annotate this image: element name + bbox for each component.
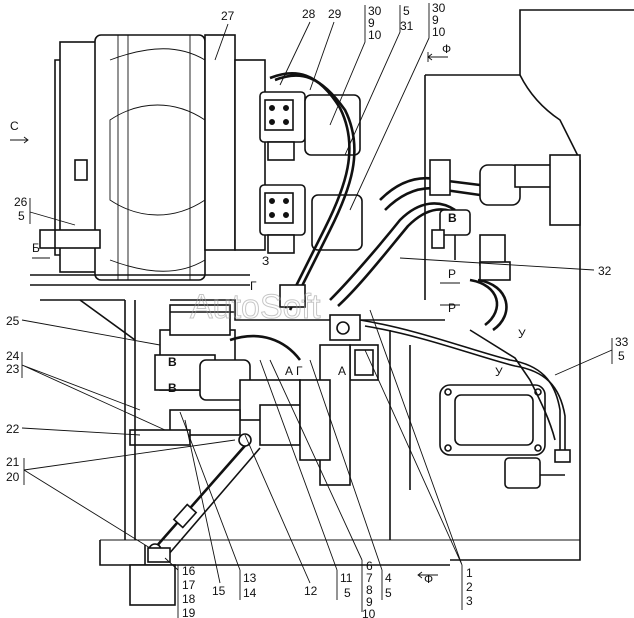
svg-text:9: 9 (366, 595, 373, 609)
svg-text:19: 19 (182, 606, 196, 618)
svg-text:7: 7 (366, 571, 373, 585)
svg-text:21: 21 (6, 455, 20, 469)
callout-5-31: 5 31 (344, 4, 414, 156)
callout-28: 28 (302, 7, 316, 21)
svg-text:24: 24 (6, 349, 20, 363)
control-box (439, 384, 571, 489)
lower-frame (30, 274, 411, 606)
control-rod (147, 433, 261, 563)
right-fittings (429, 154, 581, 332)
svg-text:1: 1 (466, 566, 473, 580)
watermark: AutoSoft (190, 288, 321, 326)
callout-13-14: 13 14 (179, 411, 257, 600)
svg-text:18: 18 (182, 592, 196, 606)
svg-text:16: 16 (182, 564, 196, 578)
svg-text:5: 5 (403, 4, 410, 18)
svg-text:33: 33 (615, 335, 629, 349)
view-marker-b: Б (32, 241, 40, 255)
pump-assembly (129, 284, 445, 486)
svg-text:26: 26 (14, 195, 28, 209)
view-marker-v1: В (168, 355, 177, 369)
callout-30-9-10-a: 30 9 10 (329, 4, 382, 126)
svg-text:4: 4 (385, 571, 392, 585)
svg-text:9: 9 (368, 16, 375, 30)
callout-21-20: 21 20 (6, 439, 236, 549)
svg-text:10: 10 (362, 607, 376, 618)
view-marker-a2: А (338, 364, 346, 378)
callout-1-3: 1 2 3 (364, 309, 473, 610)
svg-text:11: 11 (340, 571, 353, 585)
view-marker-z: З (262, 254, 269, 268)
callout-22: 22 (6, 422, 20, 436)
svg-text:8: 8 (366, 583, 373, 597)
view-marker-f-top: Ф (442, 42, 451, 56)
callout-26-5: 26 5 (14, 195, 76, 226)
view-marker-g2: Г (296, 364, 303, 378)
view-marker-p1: Р (448, 267, 456, 281)
svg-text:5: 5 (385, 586, 392, 600)
svg-text:17: 17 (182, 578, 196, 592)
callout-6-10: 6 7 8 9 10 (269, 359, 376, 618)
view-marker-g1: Г (250, 279, 257, 293)
svg-text:13: 13 (243, 571, 257, 585)
svg-text:6: 6 (366, 559, 373, 573)
svg-text:30: 30 (432, 1, 446, 15)
callout-29: 29 (328, 7, 342, 21)
view-marker-f-bottom: Ф (424, 572, 433, 586)
view-marker-p2: Р (448, 301, 456, 315)
callouts: 27 28 29 30 9 10 5 31 30 9 10 26 5 32 (6, 1, 629, 618)
callout-12: 12 (304, 584, 318, 598)
svg-text:3: 3 (466, 594, 473, 608)
svg-text:5: 5 (618, 349, 625, 363)
cable (469, 329, 556, 441)
svg-text:5: 5 (18, 209, 25, 223)
svg-text:2: 2 (466, 580, 473, 594)
svg-text:5: 5 (344, 586, 351, 600)
svg-text:9: 9 (432, 13, 439, 27)
view-marker-v2: В (168, 381, 177, 395)
svg-text:23: 23 (6, 362, 20, 376)
winch-drum (39, 34, 266, 281)
svg-text:10: 10 (432, 25, 446, 39)
callout-25: 25 (6, 314, 20, 328)
view-marker-u1: У (518, 327, 526, 341)
callout-33-5: 33 5 (554, 335, 629, 376)
svg-text:14: 14 (243, 586, 257, 600)
callout-16-19: 16 17 18 19 (164, 557, 196, 618)
view-marker-c: С (10, 119, 19, 133)
callout-32: 32 (598, 264, 612, 278)
view-markers: С Ф Ф Б В В В Г Г А А Р Р У У З (10, 42, 526, 586)
svg-text:20: 20 (6, 470, 20, 484)
callout-4-5: 4 5 (309, 359, 392, 600)
view-marker-u2: У (495, 365, 503, 379)
callout-15: 15 (212, 584, 226, 598)
svg-text:30: 30 (368, 4, 382, 18)
callout-30-9-10-b: 30 9 10 (349, 1, 446, 211)
callout-24-23: 24 23 (6, 349, 166, 431)
view-marker-v3: В (448, 211, 457, 225)
svg-text:31: 31 (400, 19, 414, 33)
callout-11-5: 11 5 (259, 359, 353, 600)
view-marker-a1: А (285, 364, 293, 378)
svg-text:10: 10 (368, 28, 382, 42)
callout-27: 27 (221, 9, 235, 23)
